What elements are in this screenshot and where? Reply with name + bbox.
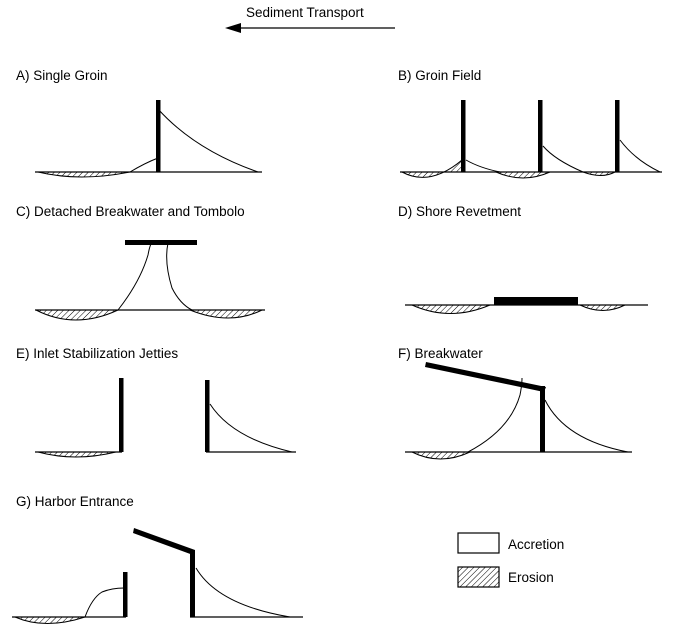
harbor-jetty xyxy=(123,572,128,617)
groin xyxy=(615,100,620,172)
erosion-area xyxy=(36,310,118,320)
sediment-transport-label: Sediment Transport xyxy=(246,5,364,20)
panel-shore-revetment: D) Shore Revetment xyxy=(398,204,648,314)
accretion-swatch xyxy=(458,533,499,553)
erosion-area xyxy=(580,305,625,311)
panel-harbor-entrance: G) Harbor Entrance xyxy=(12,494,303,624)
breakwater-arm xyxy=(425,362,546,392)
legend-accretion-label: Accretion xyxy=(508,537,564,552)
panel-title-single-groin: A) Single Groin xyxy=(16,68,108,83)
panel-title-harbor-entrance: G) Harbor Entrance xyxy=(16,494,134,509)
accretion-fillet xyxy=(210,404,292,452)
panel-title-breakwater: F) Breakwater xyxy=(398,346,483,361)
panel-title-groin-field: B) Groin Field xyxy=(398,68,481,83)
accretion-fillet xyxy=(543,146,583,172)
panel-single-groin: A) Single Groin xyxy=(16,68,262,177)
detached-breakwater xyxy=(125,240,197,245)
accretion-fillet xyxy=(620,140,660,172)
panel-breakwater: F) Breakwater xyxy=(398,346,632,459)
erosion-area xyxy=(412,305,490,314)
erosion-area xyxy=(38,452,116,457)
harbor-breakwater-stem xyxy=(190,550,195,617)
jetty xyxy=(205,380,210,452)
jetty xyxy=(119,378,124,452)
accretion-fillet xyxy=(466,160,500,172)
left-arrow-icon xyxy=(225,23,241,33)
panel-title-shore-revetment: D) Shore Revetment xyxy=(398,204,521,219)
accretion-fillet xyxy=(196,568,290,617)
accretion-fillet xyxy=(85,588,124,617)
accretion-fillet xyxy=(158,109,258,172)
tombolo xyxy=(167,243,192,310)
groin xyxy=(156,100,161,172)
accretion-fillet xyxy=(130,158,158,172)
revetment xyxy=(494,297,578,305)
groin xyxy=(538,100,543,172)
sediment-transport-indicator: Sediment Transport xyxy=(225,5,395,33)
legend-erosion-label: Erosion xyxy=(508,570,554,585)
groin xyxy=(461,100,466,172)
erosion-area xyxy=(412,452,470,459)
erosion-area xyxy=(38,172,130,177)
breakwater-stem xyxy=(540,386,545,452)
harbor-breakwater-arm xyxy=(133,528,195,555)
erosion-area xyxy=(190,310,262,318)
accretion-fillet xyxy=(545,400,628,452)
erosion-area xyxy=(496,172,550,178)
panel-title-inlet-jetties: E) Inlet Stabilization Jetties xyxy=(16,346,178,361)
legend: Accretion Erosion xyxy=(458,533,564,587)
accretion-fillet xyxy=(468,378,522,452)
erosion-area xyxy=(402,160,462,177)
panel-inlet-jetties: E) Inlet Stabilization Jetties xyxy=(16,346,296,457)
panel-title-detached-breakwater: C) Detached Breakwater and Tombolo xyxy=(16,204,245,219)
tombolo xyxy=(118,243,152,310)
panel-groin-field: B) Groin Field xyxy=(398,68,662,178)
erosion-area xyxy=(15,617,85,624)
panel-detached-breakwater: C) Detached Breakwater and Tombolo xyxy=(16,204,265,320)
erosion-swatch xyxy=(458,567,499,587)
